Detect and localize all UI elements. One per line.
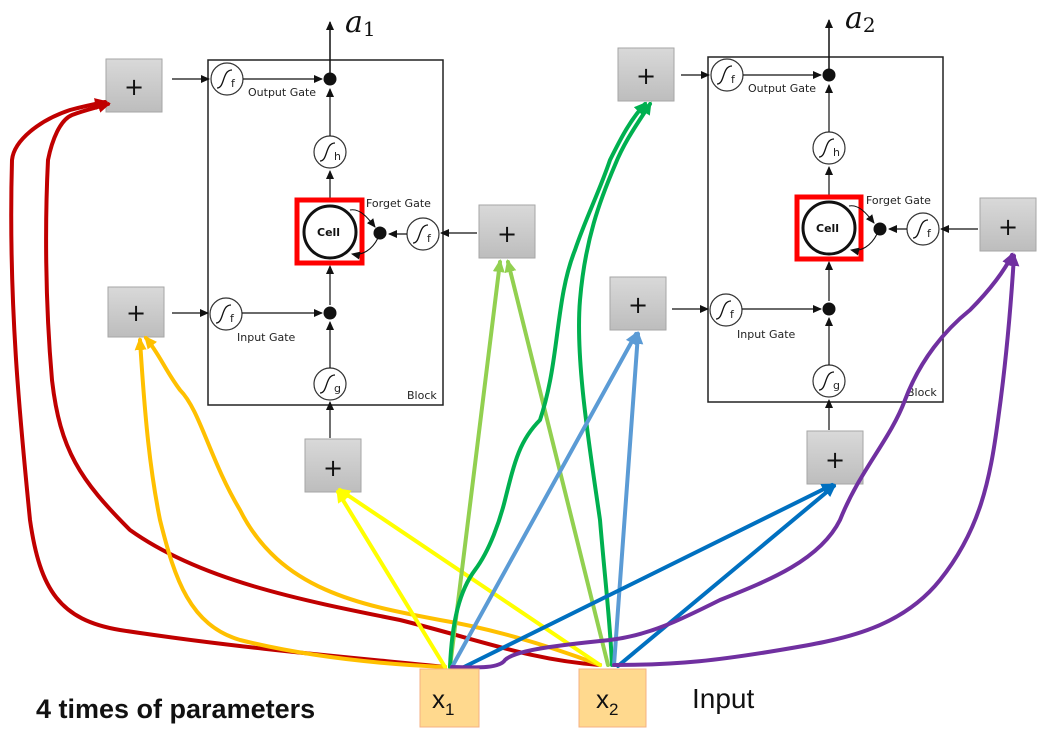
cell-label: Cell — [317, 226, 340, 239]
cell-recurrence — [349, 209, 376, 228]
input-gate-activation — [209, 297, 243, 331]
output-gate-activation — [710, 58, 744, 92]
activation-subscript: h — [334, 150, 341, 163]
input-label: Input — [692, 683, 754, 714]
activation-subscript: f — [427, 232, 432, 245]
sigmoid-icon — [818, 138, 835, 158]
sigmoid-icon — [412, 224, 429, 244]
input-x2: x2 — [578, 668, 647, 728]
h-activation — [812, 131, 846, 165]
plus-box-input-gate-2: + — [609, 276, 667, 331]
sigmoid-icon — [912, 219, 929, 239]
svg-text:x2: x2 — [596, 684, 618, 719]
svg-text:+: + — [323, 454, 343, 482]
multiply-node — [822, 68, 836, 82]
svg-text:+: + — [998, 213, 1018, 241]
forget-gate-activation — [906, 212, 940, 246]
plus-box-cell-input-1: + — [304, 438, 362, 493]
plus-box-output-gate-1: + — [105, 58, 163, 113]
input-gate-label: Input Gate — [737, 328, 796, 341]
sigmoid-icon — [716, 65, 733, 85]
cell-recurrence — [848, 205, 875, 224]
sigmoid-icon — [818, 371, 835, 391]
weight-x1-forget-gate-2 — [450, 252, 1014, 670]
sigmoid-icon — [319, 142, 336, 162]
g-activation — [313, 367, 347, 401]
plus-box-cell-input-2: + — [806, 430, 864, 485]
weight-x2-input-gate-1 — [144, 335, 602, 667]
cell-recurrence — [351, 237, 379, 260]
weight-x2-forget-gate-2 — [612, 253, 1020, 667]
sigmoid-icon — [319, 374, 336, 394]
block-label: Block — [907, 386, 937, 399]
weight-x1-output-gate-2 — [448, 101, 648, 669]
input-multiply-node — [822, 302, 836, 316]
output-gate-label: Output Gate — [248, 86, 316, 99]
output-label-a2: a2 — [845, 1, 876, 37]
forget-multiply-node — [373, 226, 387, 240]
svg-text:+: + — [636, 62, 656, 90]
weight-x1-cell-input-1 — [336, 489, 447, 669]
svg-text:+: + — [628, 291, 648, 319]
input-x1: x1 — [419, 668, 480, 728]
g-activation — [812, 364, 846, 398]
weight-x2-forget-gate-1 — [504, 259, 610, 667]
output-gate-label: Output Gate — [748, 82, 816, 95]
activation-subscript: g — [833, 379, 840, 392]
multiply-node — [323, 72, 337, 86]
activation-subscript: g — [334, 382, 341, 395]
weight-x1-output-gate-1 — [9, 98, 447, 669]
cell-label: Cell — [816, 222, 839, 235]
output-label-a1: a1 — [345, 5, 376, 41]
plus-box-output-gate-2: + — [617, 47, 675, 102]
weight-x2-output-gate-1 — [44, 101, 602, 667]
weight-x1-cell-input-2 — [460, 483, 835, 670]
weight-x2-cell-input-2 — [616, 484, 837, 668]
plus-box-forget-gate-1: + — [478, 204, 536, 259]
input-multiply-node — [323, 306, 337, 320]
activation-subscript: f — [731, 73, 736, 86]
caption: 4 times of parameters — [36, 694, 315, 724]
sigmoid-icon — [216, 69, 233, 89]
block-label: Block — [407, 389, 437, 402]
sigmoid-icon — [715, 300, 732, 320]
activation-subscript: f — [927, 227, 932, 240]
cell-highlight-box — [794, 194, 864, 262]
svg-text:+: + — [124, 73, 144, 101]
weight-x1-input-gate-1 — [134, 337, 447, 669]
forget-multiply-node — [873, 222, 887, 236]
weight-connections — [9, 98, 1020, 670]
plus-box-forget-gate-2: + — [979, 197, 1037, 252]
forget-gate-label: Forget Gate — [866, 194, 931, 207]
weight-x2-output-gate-2 — [577, 101, 652, 667]
plus-box-input-gate-1: + — [107, 286, 165, 338]
h-activation — [313, 135, 347, 169]
cell-circle — [801, 200, 857, 256]
lstm-block-2: Block a2 f Output Gate h Cell Forget Gat… — [609, 1, 1037, 485]
forget-gate-label: Forget Gate — [366, 197, 431, 210]
cell-highlight-box — [294, 197, 365, 266]
activation-subscript: h — [833, 146, 840, 159]
activation-subscript: f — [230, 312, 235, 325]
weight-x1-input-gate-2 — [450, 331, 638, 669]
input-gate-activation — [709, 293, 743, 327]
svg-text:x1: x1 — [432, 684, 454, 719]
cell-recurrence — [850, 233, 878, 256]
svg-text:+: + — [126, 299, 146, 327]
activation-subscript: f — [730, 308, 735, 321]
weight-x1-forget-gate-1 — [448, 259, 505, 669]
cell-circle — [302, 204, 358, 260]
output-gate-activation — [210, 62, 244, 96]
svg-text:+: + — [825, 446, 845, 474]
activation-subscript: f — [231, 77, 236, 90]
lstm-block-1: Block a1 f Output Gate h Cell Forget Gat… — [105, 5, 536, 493]
svg-text:+: + — [497, 220, 517, 248]
sigmoid-icon — [215, 304, 232, 324]
weight-x2-input-gate-2 — [612, 331, 644, 667]
input-gate-label: Input Gate — [237, 331, 296, 344]
forget-gate-activation — [406, 217, 440, 251]
